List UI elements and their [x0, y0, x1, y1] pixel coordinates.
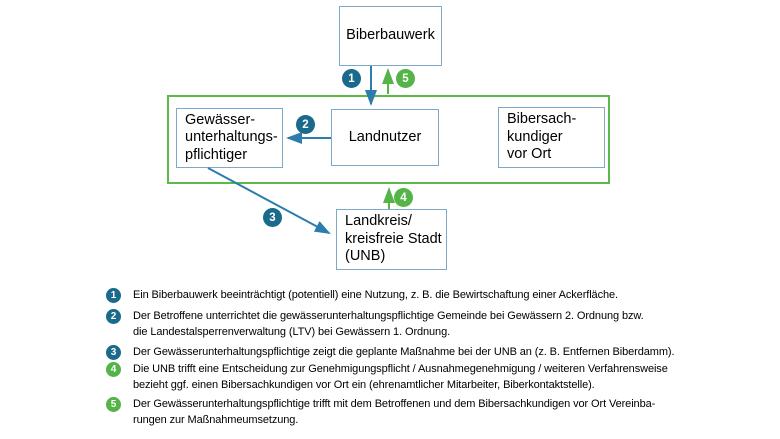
box-landnutzer: Landnutzer: [331, 109, 439, 166]
legend-item-2: 2 Der Betroffene unterrichtet die gewäss…: [106, 308, 693, 340]
box-biberbauwerk: Biberbauwerk: [339, 6, 442, 66]
box-gewaesserunterhaltungspflichtiger: Gewässer- unterhaltungs- pflichtiger: [176, 108, 283, 168]
legend-bullet-1: 1: [106, 287, 121, 303]
step-badge-3: 3: [263, 208, 282, 227]
legend-text-2: Der Betroffene unterrichtet die gewässer…: [133, 310, 644, 338]
step-badge-5: 5: [396, 69, 415, 88]
legend-item-5: 5 Der Gewässerunterhaltungspflichtige tr…: [106, 396, 693, 428]
box-bibersachkundiger: Bibersach- kundiger vor Ort: [498, 107, 605, 168]
legend-text-1: Ein Biberbauwerk beeinträchtigt (potenti…: [133, 289, 618, 301]
step-badge-4: 4: [394, 188, 413, 207]
legend-item-1: 1 Ein Biberbauwerk beeinträchtigt (poten…: [106, 287, 693, 303]
actors-group-frame: [167, 95, 610, 184]
legend-text-5: Der Gewässerunterhaltungspflichtige trif…: [133, 398, 656, 426]
legend-bullet-3: 3: [106, 344, 121, 360]
box-landkreis-unb: Landkreis/ kreisfreie Stadt (UNB): [336, 209, 447, 270]
step-badge-1: 1: [342, 69, 361, 88]
legend-bullet-5: 5: [106, 396, 121, 412]
legend-item-4: 4 Die UNB trifft eine Entscheidung zur G…: [106, 361, 693, 393]
legend-bullet-4: 4: [106, 361, 121, 377]
legend-item-3: 3 Der Gewässerunterhaltungspflichtige ze…: [106, 344, 693, 360]
legend-text-3: Der Gewässerunterhaltungspflichtige zeig…: [133, 346, 675, 358]
step-badge-2: 2: [296, 115, 315, 134]
legend-bullet-2: 2: [106, 308, 121, 324]
legend-text-4: Die UNB trifft eine Entscheidung zur Gen…: [133, 363, 668, 391]
